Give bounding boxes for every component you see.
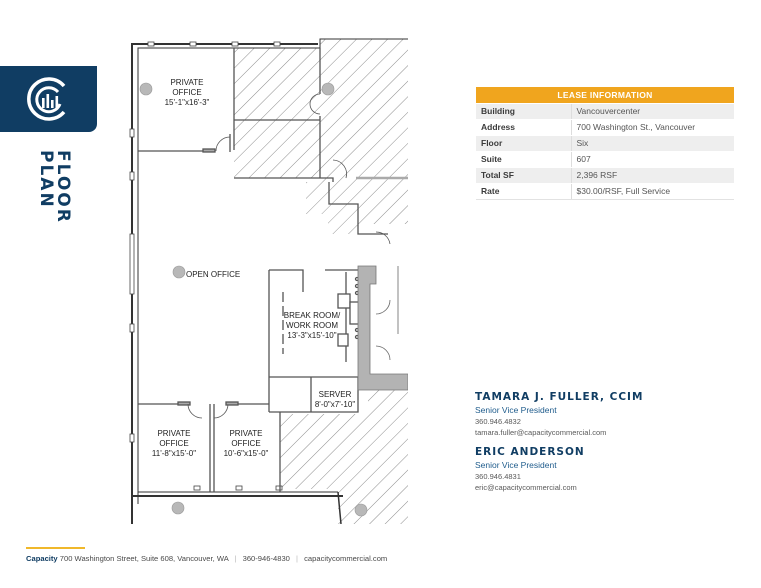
footer-separator: | — [296, 554, 298, 563]
lease-row-suite: Suite 607 — [476, 151, 734, 168]
room-label-break-room: BREAK ROOM/ — [284, 311, 341, 320]
svg-text:15'-1"x16'-3": 15'-1"x16'-3" — [165, 98, 210, 107]
company-logo — [0, 66, 97, 132]
svg-text:OFFICE: OFFICE — [172, 88, 201, 97]
svg-text:8'-0"x7'-10": 8'-0"x7'-10" — [315, 400, 355, 409]
hatched-area-bottom — [280, 389, 408, 524]
floor-plan-title: FLOOR PLAN — [36, 150, 73, 224]
room-label-private-office-left: PRIVATE — [157, 429, 190, 438]
room-label-private-office-right: PRIVATE — [229, 429, 262, 438]
contact-name: TAMARA J. FULLER, CCIM — [475, 391, 644, 403]
lease-information-table: LEASE INFORMATION Building Vancouvercent… — [476, 87, 734, 200]
lease-row-building: Building Vancouvercenter — [476, 103, 734, 120]
lease-row-total-sf: Total SF 2,396 RSF — [476, 167, 734, 184]
svg-text:10'-6"x15'-0": 10'-6"x15'-0" — [224, 449, 269, 458]
footer-accent-rule — [26, 547, 85, 549]
lease-row-floor: Floor Six — [476, 135, 734, 152]
contact-card: TAMARA J. FULLER, CCIM Senior Vice Presi… — [475, 391, 735, 438]
hatched-area-top — [234, 39, 408, 234]
footer-website-link[interactable]: capacitycommercial.com — [304, 554, 388, 563]
contact-phone[interactable]: 360.946.4832 — [475, 417, 521, 426]
lease-table-header: LEASE INFORMATION — [476, 87, 734, 104]
contact-name: ERIC ANDERSON — [475, 446, 585, 458]
interior-walls — [138, 48, 408, 492]
footer-phone[interactable]: 360-946-4830 — [242, 554, 290, 563]
capacity-logo-icon — [27, 77, 66, 121]
svg-text:11'-8"x15'-0": 11'-8"x15'-0" — [152, 449, 196, 458]
svg-text:WORK ROOM: WORK ROOM — [286, 321, 338, 330]
room-label-open-office: OPEN OFFICE — [186, 270, 240, 279]
svg-text:OFFICE: OFFICE — [159, 439, 188, 448]
room-label-private-office-top: PRIVATE — [170, 78, 203, 87]
contact-title: Senior Vice President — [475, 460, 557, 470]
lease-row-address: Address 700 Washington St., Vancouver — [476, 119, 734, 136]
footer: Capacity 700 Washington Street, Suite 60… — [26, 554, 387, 563]
lease-row-rate: Rate $30.00/RSF, Full Service — [476, 183, 734, 200]
contact-card: ERIC ANDERSON Senior Vice President 360.… — [475, 446, 735, 493]
structural-columns — [139, 82, 368, 517]
contact-email[interactable]: tamara.fuller@capacitycommercial.com — [475, 428, 607, 437]
floor-plan-drawing: PRIVATE OFFICE 15'-1"x16'-3" OPEN OFFICE… — [129, 38, 408, 524]
contact-title: Senior Vice President — [475, 405, 557, 415]
room-label-server: SERVER — [319, 390, 352, 399]
core-doors — [375, 266, 399, 361]
svg-text:OFFICE: OFFICE — [231, 439, 260, 448]
broker-contacts: TAMARA J. FULLER, CCIM Senior Vice Presi… — [475, 391, 735, 501]
footer-address: 700 Washington Street, Suite 608, Vancou… — [59, 554, 229, 563]
exterior-walls — [131, 38, 408, 524]
window-mullions — [129, 41, 283, 491]
footer-separator: | — [234, 554, 237, 563]
contact-email[interactable]: eric@capacitycommercial.com — [475, 483, 577, 492]
svg-text:13'-3"x15'-10": 13'-3"x15'-10" — [287, 331, 336, 340]
footer-brand: Capacity — [26, 554, 58, 563]
contact-phone[interactable]: 360.946.4831 — [475, 472, 521, 481]
building-core-wall — [357, 265, 408, 391]
